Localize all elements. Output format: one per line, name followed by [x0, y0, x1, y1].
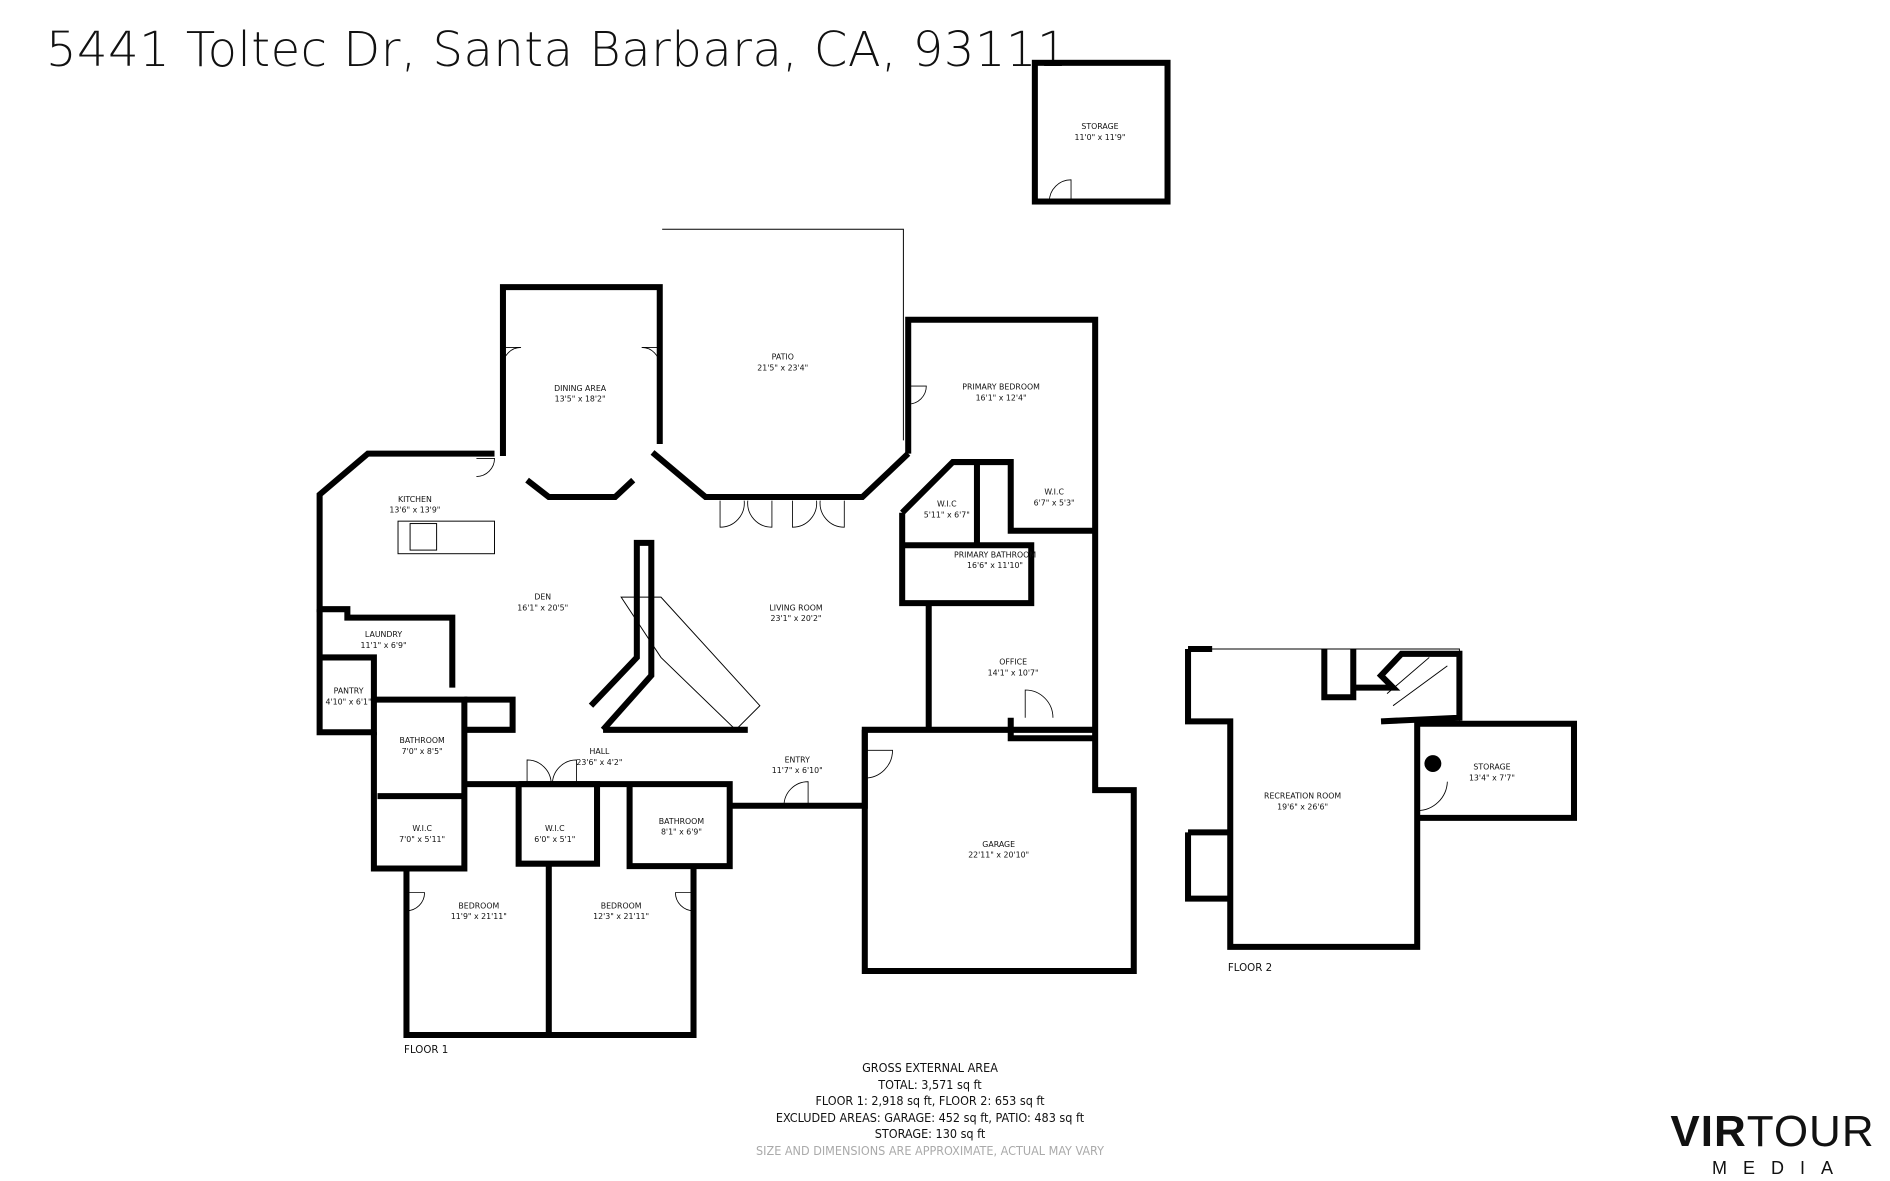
room-name: RECREATION ROOM: [1264, 792, 1341, 801]
room-size: 14'1" x 10'7": [988, 669, 1039, 678]
floor-2-walls: [1185, 645, 1578, 950]
room-name: PRIMARY BEDROOM: [962, 383, 1040, 392]
room-size: 23'1" x 20'2": [771, 614, 822, 623]
room-name: DEN: [534, 593, 551, 602]
room-size: 4'10" x 6'1": [326, 697, 372, 706]
doors: [406, 347, 1054, 912]
area-summary: GROSS EXTERNAL AREA TOTAL: 3,571 sq ft F…: [700, 1060, 1160, 1159]
room-labels: DINING AREA 13'5" x 18'2" PATIO 21'5" x …: [326, 122, 1515, 1056]
area-floors: FLOOR 1: 2,918 sq ft, FLOOR 2: 653 sq ft: [815, 1093, 1045, 1108]
room-name: PATIO: [772, 353, 794, 362]
room-size: 7'0" x 5'11": [399, 835, 445, 844]
room-name: GARAGE: [982, 840, 1015, 849]
logo-sub: MEDIA: [1711, 1158, 1849, 1178]
room-name: BEDROOM: [458, 901, 499, 910]
room-name: W.I.C: [545, 824, 565, 833]
room-size: 11'7" x 6'10": [772, 766, 823, 775]
area-excluded: EXCLUDED AREAS: GARAGE: 452 sq ft, PATIO…: [775, 1109, 1085, 1125]
room-size: 22'11" x 20'10": [968, 851, 1029, 860]
room-size: 6'7" x 5'3": [1034, 498, 1075, 507]
room-size: 16'1" x 20'5": [517, 603, 568, 612]
room-name: DINING AREA: [554, 384, 607, 393]
room-name: W.I.C: [412, 824, 432, 833]
area-storage: STORAGE: 130 sq ft: [874, 1126, 986, 1141]
room-size: 11'0" x 11'9": [1074, 133, 1125, 142]
room-name: BATHROOM: [399, 736, 444, 745]
area-disclaimer: SIZE AND DIMENSIONS ARE APPROXIMATE, ACT…: [756, 1142, 1104, 1158]
room-size: 23'6" x 4'2": [576, 758, 622, 767]
room-name: W.I.C: [1044, 488, 1064, 497]
floor-2-label: FLOOR 2: [1228, 962, 1272, 974]
room-size: 5'11" x 6'7": [924, 511, 970, 520]
room-name: PANTRY: [334, 687, 364, 696]
room-name: W.I.C: [937, 500, 957, 509]
detached-storage-walls: [1031, 59, 1171, 205]
room-size: 6'0" x 5'1": [534, 835, 575, 844]
room-name: LAUNDRY: [365, 630, 402, 639]
property-address-title: 5441 Toltec Dr, Santa Barbara, CA, 93111: [46, 22, 1068, 78]
room-name: STORAGE: [1081, 122, 1118, 131]
logo-bold: VIR: [1670, 1107, 1747, 1156]
room-size: 7'0" x 8'5": [402, 747, 443, 756]
room-size: 11'1" x 6'9": [361, 641, 407, 650]
room-size: 19'6" x 26'6": [1277, 802, 1328, 811]
room-size: 12'3" x 21'11": [593, 912, 649, 921]
room-name: ENTRY: [785, 755, 811, 764]
room-size: 13'4" x 7'7": [1469, 773, 1515, 782]
room-size: 11'9" x 21'11": [451, 912, 507, 921]
area-total: TOTAL: 3,571 sq ft: [878, 1076, 982, 1092]
room-size: 21'5" x 23'4": [757, 363, 808, 372]
floor-1-walls: [316, 228, 1137, 1038]
logo-light: TOUR: [1746, 1107, 1875, 1156]
room-name: BEDROOM: [601, 901, 642, 910]
room-size: 8'1" x 6'9": [661, 828, 702, 837]
room-name: PRIMARY BATHROOM: [954, 550, 1036, 559]
room-size: 13'5" x 18'2": [555, 395, 606, 404]
room-name: LIVING ROOM: [769, 603, 822, 612]
floor-1-label: FLOOR 1: [404, 1044, 448, 1056]
room-name: HALL: [589, 747, 610, 756]
room-name: OFFICE: [999, 658, 1027, 667]
room-name: KITCHEN: [398, 495, 432, 504]
room-size: 16'1" x 12'4": [976, 394, 1027, 403]
room-size: 13'6" x 13'9": [389, 506, 440, 515]
area-heading: GROSS EXTERNAL AREA: [862, 1060, 998, 1075]
room-size: 16'6" x 11'10": [967, 561, 1023, 570]
room-name: BATHROOM: [659, 817, 704, 826]
room-name: STORAGE: [1473, 763, 1510, 772]
virtour-media-logo: VIRTOUR MEDIA: [1655, 1110, 1890, 1179]
